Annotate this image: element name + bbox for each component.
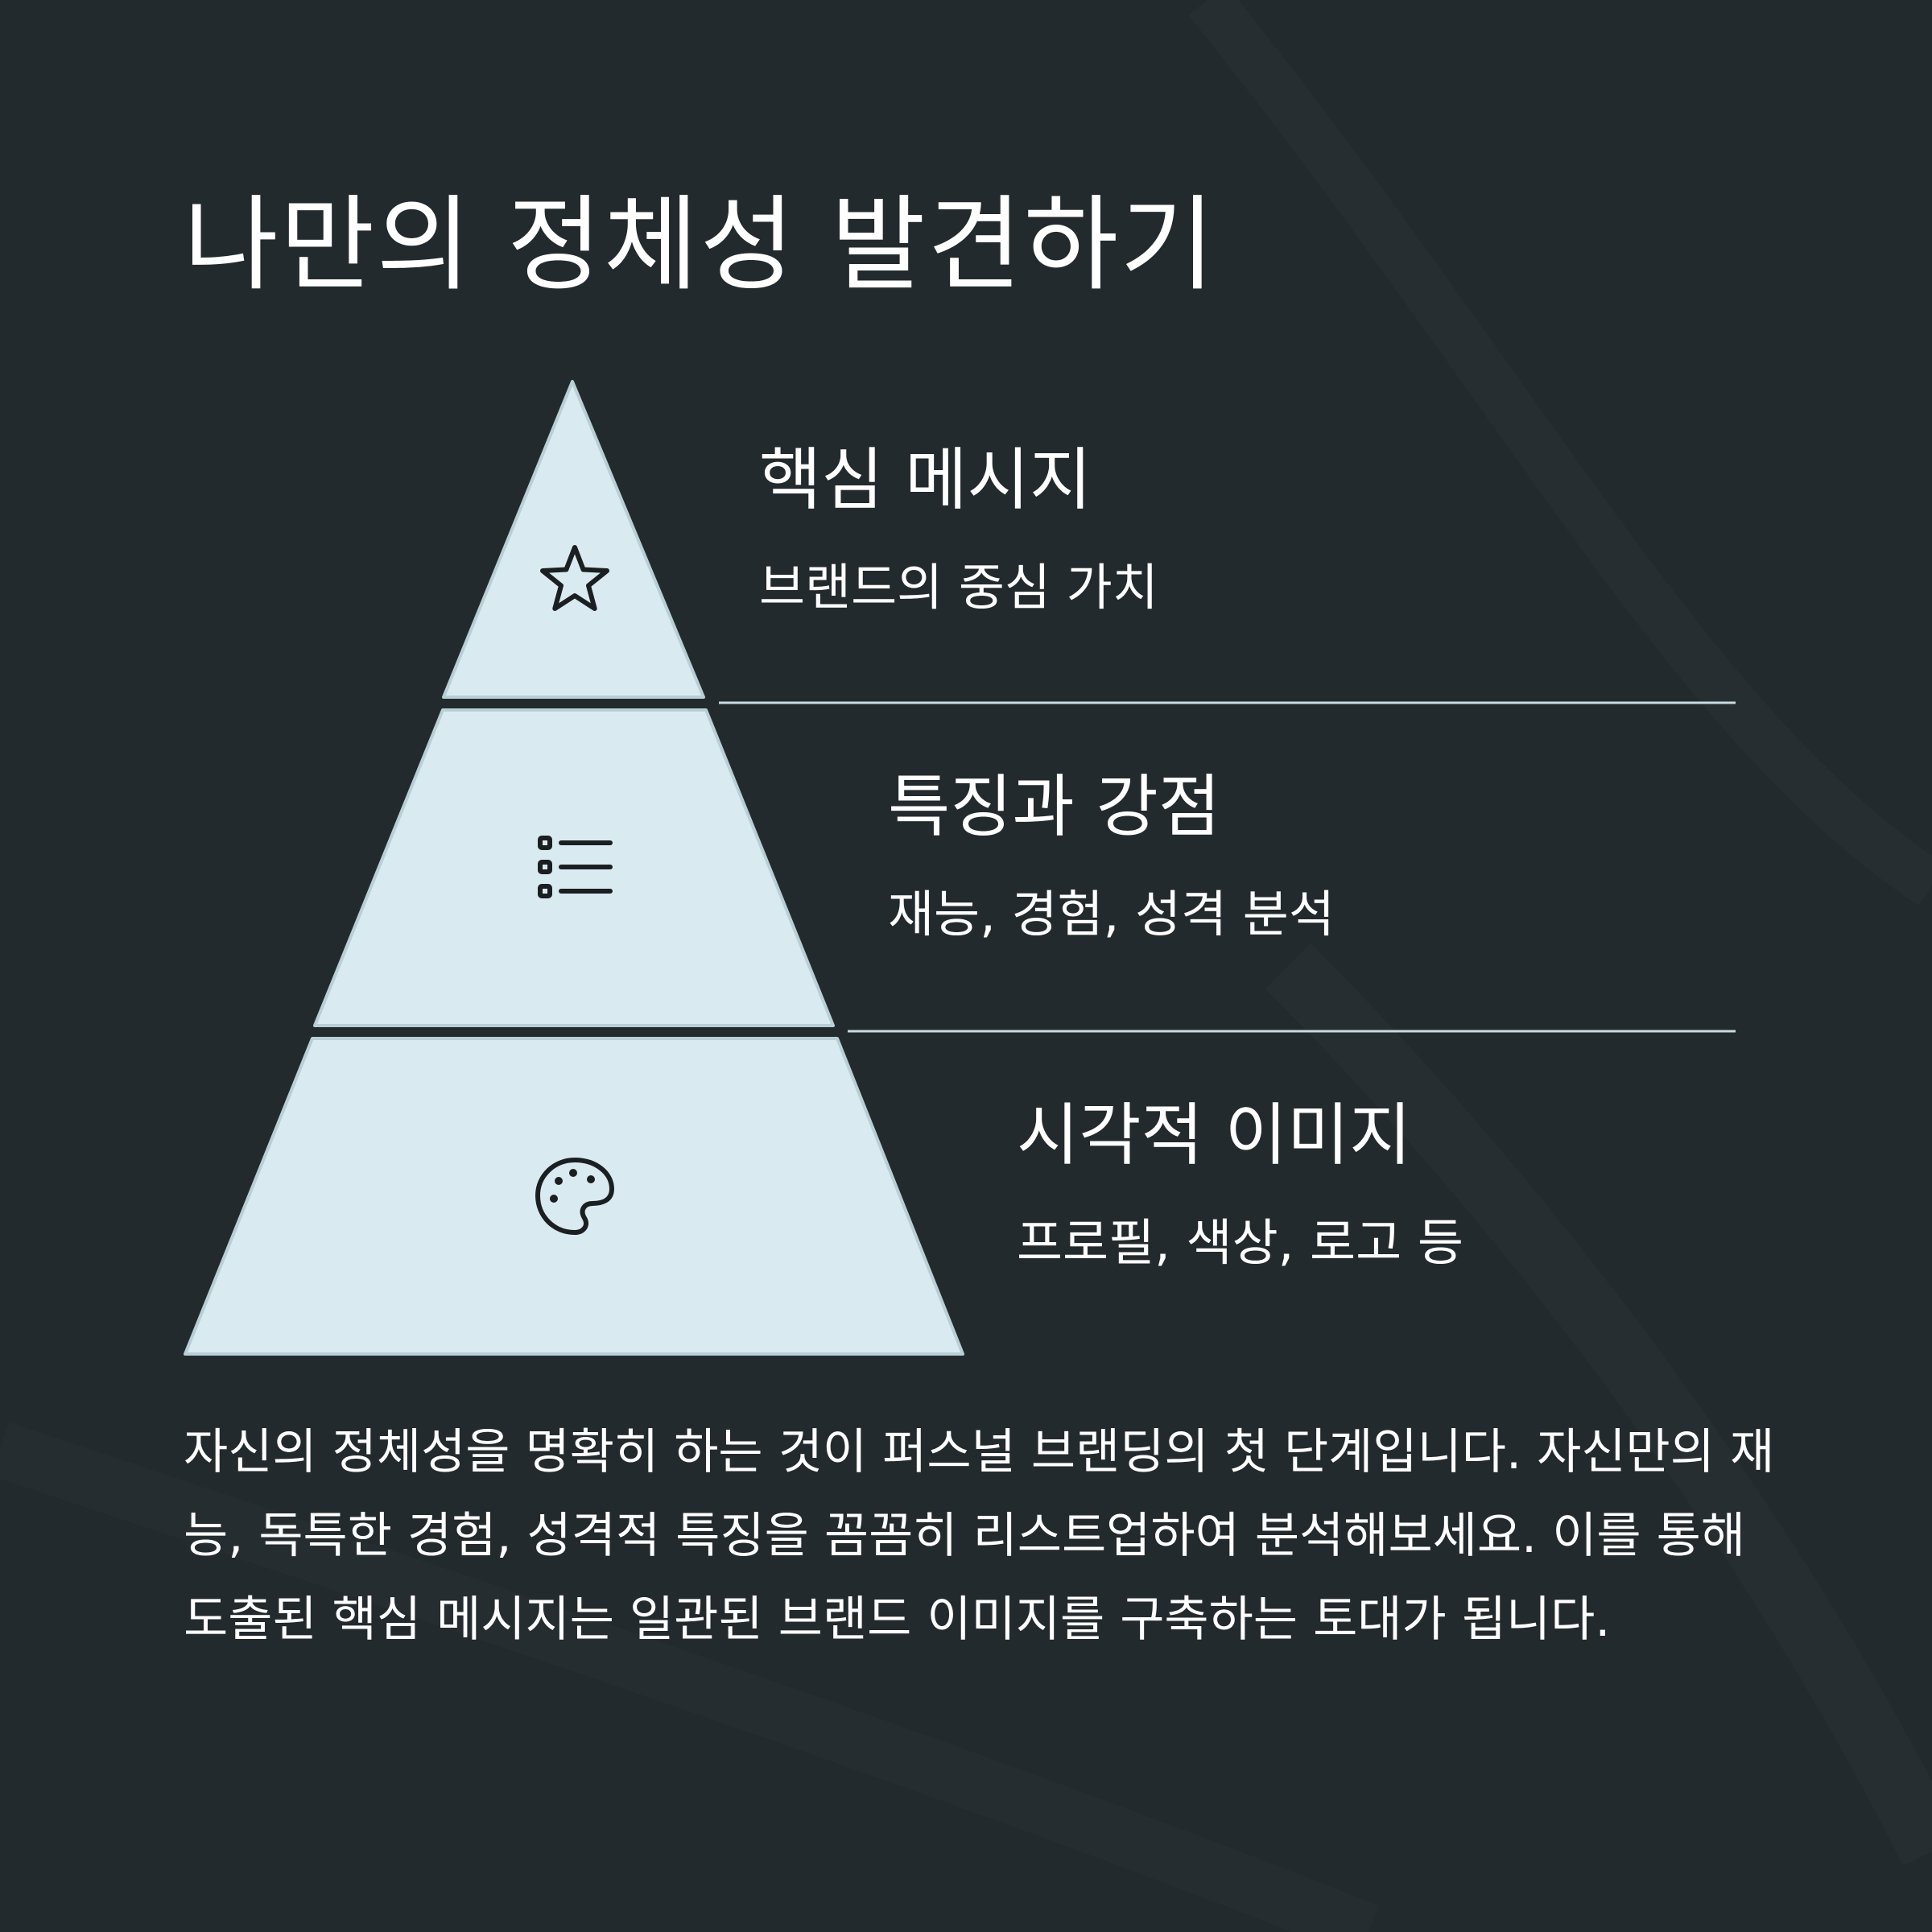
list-icon bbox=[538, 836, 613, 898]
pyramid-tier-1 bbox=[442, 380, 705, 699]
tier-1-title: 핵심 메시지 bbox=[759, 440, 1092, 519]
page-title: 나만의 정체성 발견하기 bbox=[184, 185, 1216, 305]
tier-2-text: 특징과 강점 재능, 경험, 성격 분석 bbox=[888, 766, 1335, 944]
star-icon bbox=[540, 545, 609, 611]
tier-3-title: 시각적 이미지 bbox=[1017, 1096, 1412, 1174]
tier-3-subtitle: 프로필, 색상, 로고 등 bbox=[1017, 1212, 1463, 1272]
description-paragraph: 자신의 정체성을 명확히 하는 것이 퍼스널 브랜딩의 첫 단계입니다. 자신만… bbox=[184, 1424, 1775, 1648]
palette-icon bbox=[535, 1158, 614, 1235]
tier-1-text: 핵심 메시지 브랜드의 중심 가치 bbox=[759, 440, 1158, 617]
tier-1-subtitle: 브랜드의 중심 가치 bbox=[759, 557, 1158, 617]
pyramid-tier-3 bbox=[184, 1037, 964, 1356]
tier-3-text: 시각적 이미지 프로필, 색상, 로고 등 bbox=[1017, 1095, 1463, 1273]
tier-2-subtitle: 재능, 경험, 성격 분석 bbox=[888, 884, 1335, 943]
tier-2-title: 특징과 강점 bbox=[888, 767, 1221, 846]
